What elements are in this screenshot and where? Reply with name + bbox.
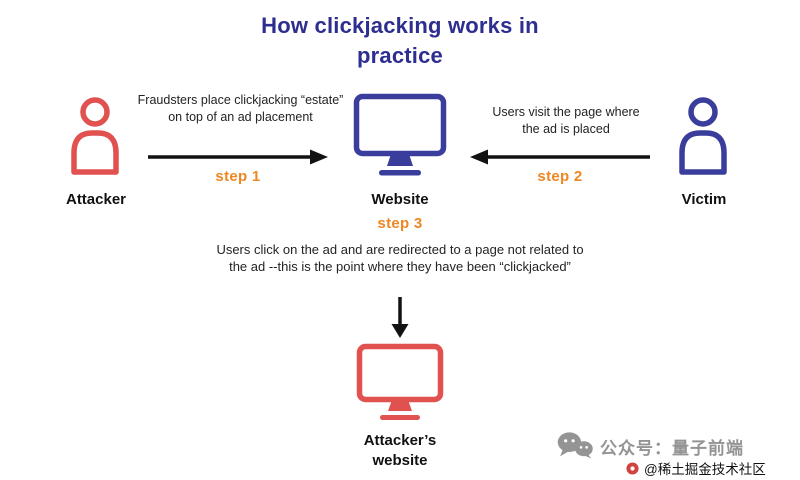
- wechat-icon: [556, 431, 594, 459]
- credit-text: @稀土掘金技术社区: [644, 462, 766, 477]
- monitor-icon: [356, 343, 444, 420]
- step1-label: step 1: [215, 168, 261, 185]
- victim-label: Victim: [681, 191, 727, 208]
- website-label: Website: [371, 191, 429, 208]
- person-icon: [71, 97, 119, 175]
- attacker-label: Attacker: [65, 191, 127, 208]
- victim-person-icon: [672, 97, 734, 181]
- website-monitor-icon: [353, 93, 447, 183]
- step3-description: Users click on the ad and are redirected…: [216, 242, 584, 275]
- arrow-left-icon: [470, 149, 650, 165]
- juejin-logo-icon: [626, 461, 639, 475]
- arrow-right-icon: [148, 149, 328, 165]
- page-title: How clickjacking works in practice: [261, 13, 539, 69]
- wechat-logo-icon: [557, 432, 593, 459]
- wechat-watermark-text: 公众号：量子前端: [600, 439, 744, 458]
- step3-label: step 3: [377, 215, 423, 232]
- person-icon: [679, 97, 727, 175]
- monitor-icon: [353, 93, 447, 176]
- step1-arrow: [148, 148, 328, 166]
- attacker-website-label: Attacker’s website: [363, 432, 437, 469]
- step1-description: Fraudsters place clickjacking “estate” o…: [137, 93, 344, 124]
- credit-row: @稀土掘金技术社区: [626, 458, 766, 478]
- step2-arrow: [470, 148, 650, 166]
- step2-description: Users visit the page where the ad is pla…: [492, 105, 640, 136]
- down-arrow: [389, 297, 411, 339]
- round-logo-icon: [626, 461, 639, 475]
- arrow-down-icon: [391, 297, 409, 338]
- attacker-person-icon: [64, 97, 126, 181]
- attacker-website-monitor-icon: [356, 343, 444, 427]
- step2-label: step 2: [537, 168, 583, 185]
